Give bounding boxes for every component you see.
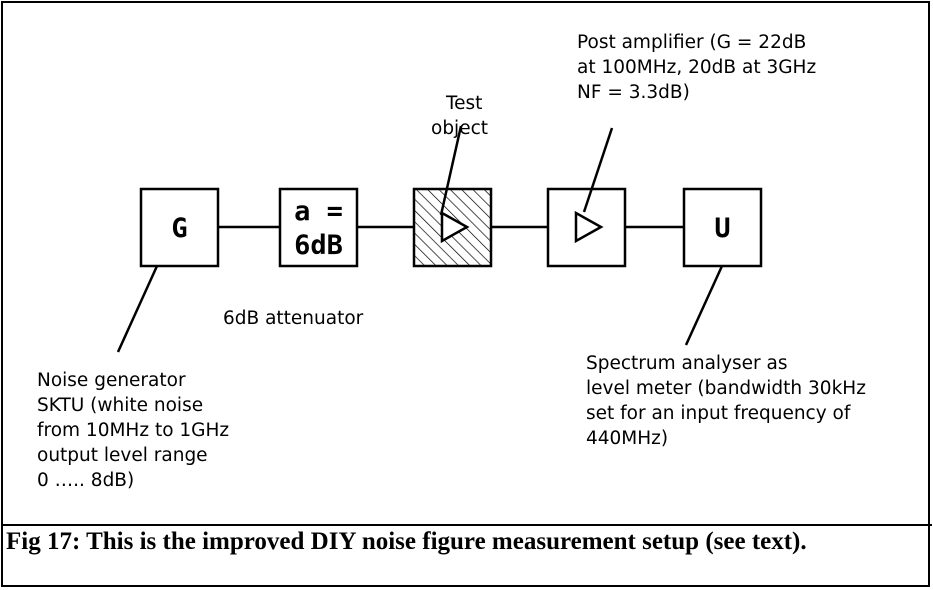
svg-text:0 ….. 8dB): 0 ….. 8dB) [37, 470, 134, 491]
caption-divider [3, 524, 932, 526]
svg-text:object: object [431, 118, 488, 139]
figure-caption: Fig 17: This is the improved DIY noise f… [6, 528, 807, 555]
noise-generator-block: G [139, 187, 220, 268]
svg-text:NF = 3.3dB): NF = 3.3dB) [577, 82, 690, 103]
test-object-block [412, 187, 493, 268]
svg-text:Test: Test [445, 93, 482, 114]
generator-symbol: G [171, 213, 187, 244]
test-object-leader [439, 125, 463, 216]
attenuator-label: 6dB attenuator [223, 308, 364, 329]
test-object-label: Test object [431, 93, 488, 139]
analyser-symbol: U [714, 213, 730, 244]
svg-text:level meter (bandwidth 30kHz: level meter (bandwidth 30kHz [586, 378, 866, 399]
svg-text:6dB attenuator: 6dB attenuator [223, 308, 364, 329]
attenuator-symbol: a = [294, 196, 343, 227]
svg-text:Post amplifier (G = 22dB: Post amplifier (G = 22dB [577, 32, 806, 53]
svg-text:Spectrum analyser as: Spectrum analyser as [586, 353, 788, 374]
svg-text:at 100MHz, 20dB at 3GHz: at 100MHz, 20dB at 3GHz [577, 57, 816, 78]
amplifier-triangle-icon [440, 210, 470, 244]
spectrum-analyser-label: Spectrum analyser as level meter (bandwi… [586, 353, 866, 449]
svg-text:output level range: output level range [37, 445, 208, 466]
attenuator-block: a = 6dB [278, 187, 359, 268]
spectrum-analyser-leader [684, 265, 724, 346]
svg-text:Noise generator: Noise generator [37, 370, 186, 391]
spectrum-analyser-block: U [682, 187, 763, 268]
noise-generator-leader [116, 265, 159, 353]
post-amplifier-leader [582, 127, 614, 213]
svg-text:SKTU (white noise: SKTU (white noise [37, 395, 203, 416]
svg-text:from 10MHz to 1GHz: from 10MHz to 1GHz [37, 420, 229, 441]
svg-text:440MHz): 440MHz) [586, 428, 668, 449]
post-amplifier-label: Post amplifier (G = 22dB at 100MHz, 20dB… [577, 32, 816, 103]
attenuator-value: 6dB [294, 230, 343, 261]
leader-lines [116, 125, 724, 353]
svg-text:set for an input frequency of: set for an input frequency of [586, 403, 851, 424]
noise-generator-label: Noise generator SKTU (white noise from 1… [37, 370, 229, 491]
amplifier-triangle-icon [574, 210, 604, 244]
